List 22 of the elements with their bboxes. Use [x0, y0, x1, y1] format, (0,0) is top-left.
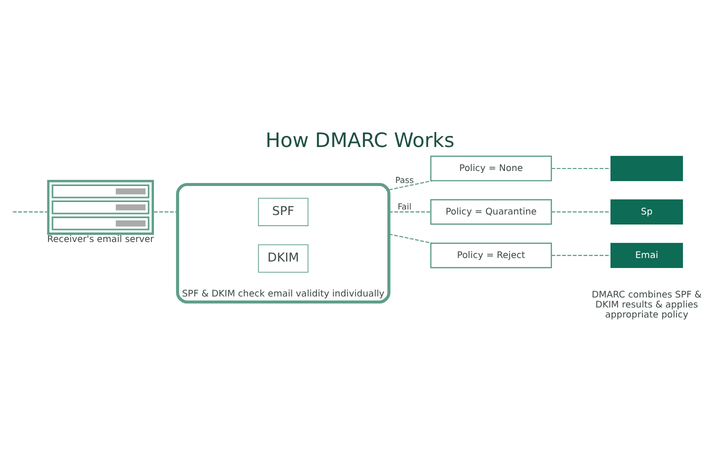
- node-box: Sp: [610, 198, 683, 224]
- connector: [551, 210, 611, 212]
- connector: [551, 167, 611, 169]
- node-box: Policy = None: [430, 155, 552, 181]
- node-box: [47, 179, 154, 234]
- node-label: Receiver's email server: [47, 234, 154, 245]
- node-box: Policy = Quarantine: [430, 198, 552, 224]
- connector: [12, 210, 48, 212]
- edge-label: Fail: [398, 201, 412, 212]
- node-box: DKIM: [258, 244, 308, 272]
- node-box: Emai: [610, 242, 683, 268]
- edge-label: Pass: [395, 174, 414, 184]
- node-box: SPF: [258, 197, 308, 226]
- connector: [388, 233, 432, 244]
- label: DMARC combines SPF & DKIM results & applies appropriate policy: [592, 290, 702, 320]
- connector: [388, 210, 431, 212]
- node-box: Policy = Reject: [430, 242, 552, 268]
- node-box: [610, 155, 683, 181]
- diagram-title: How DMARC Works: [266, 128, 454, 152]
- connector: [551, 254, 611, 256]
- connector: [154, 210, 178, 212]
- connector: [388, 180, 432, 190]
